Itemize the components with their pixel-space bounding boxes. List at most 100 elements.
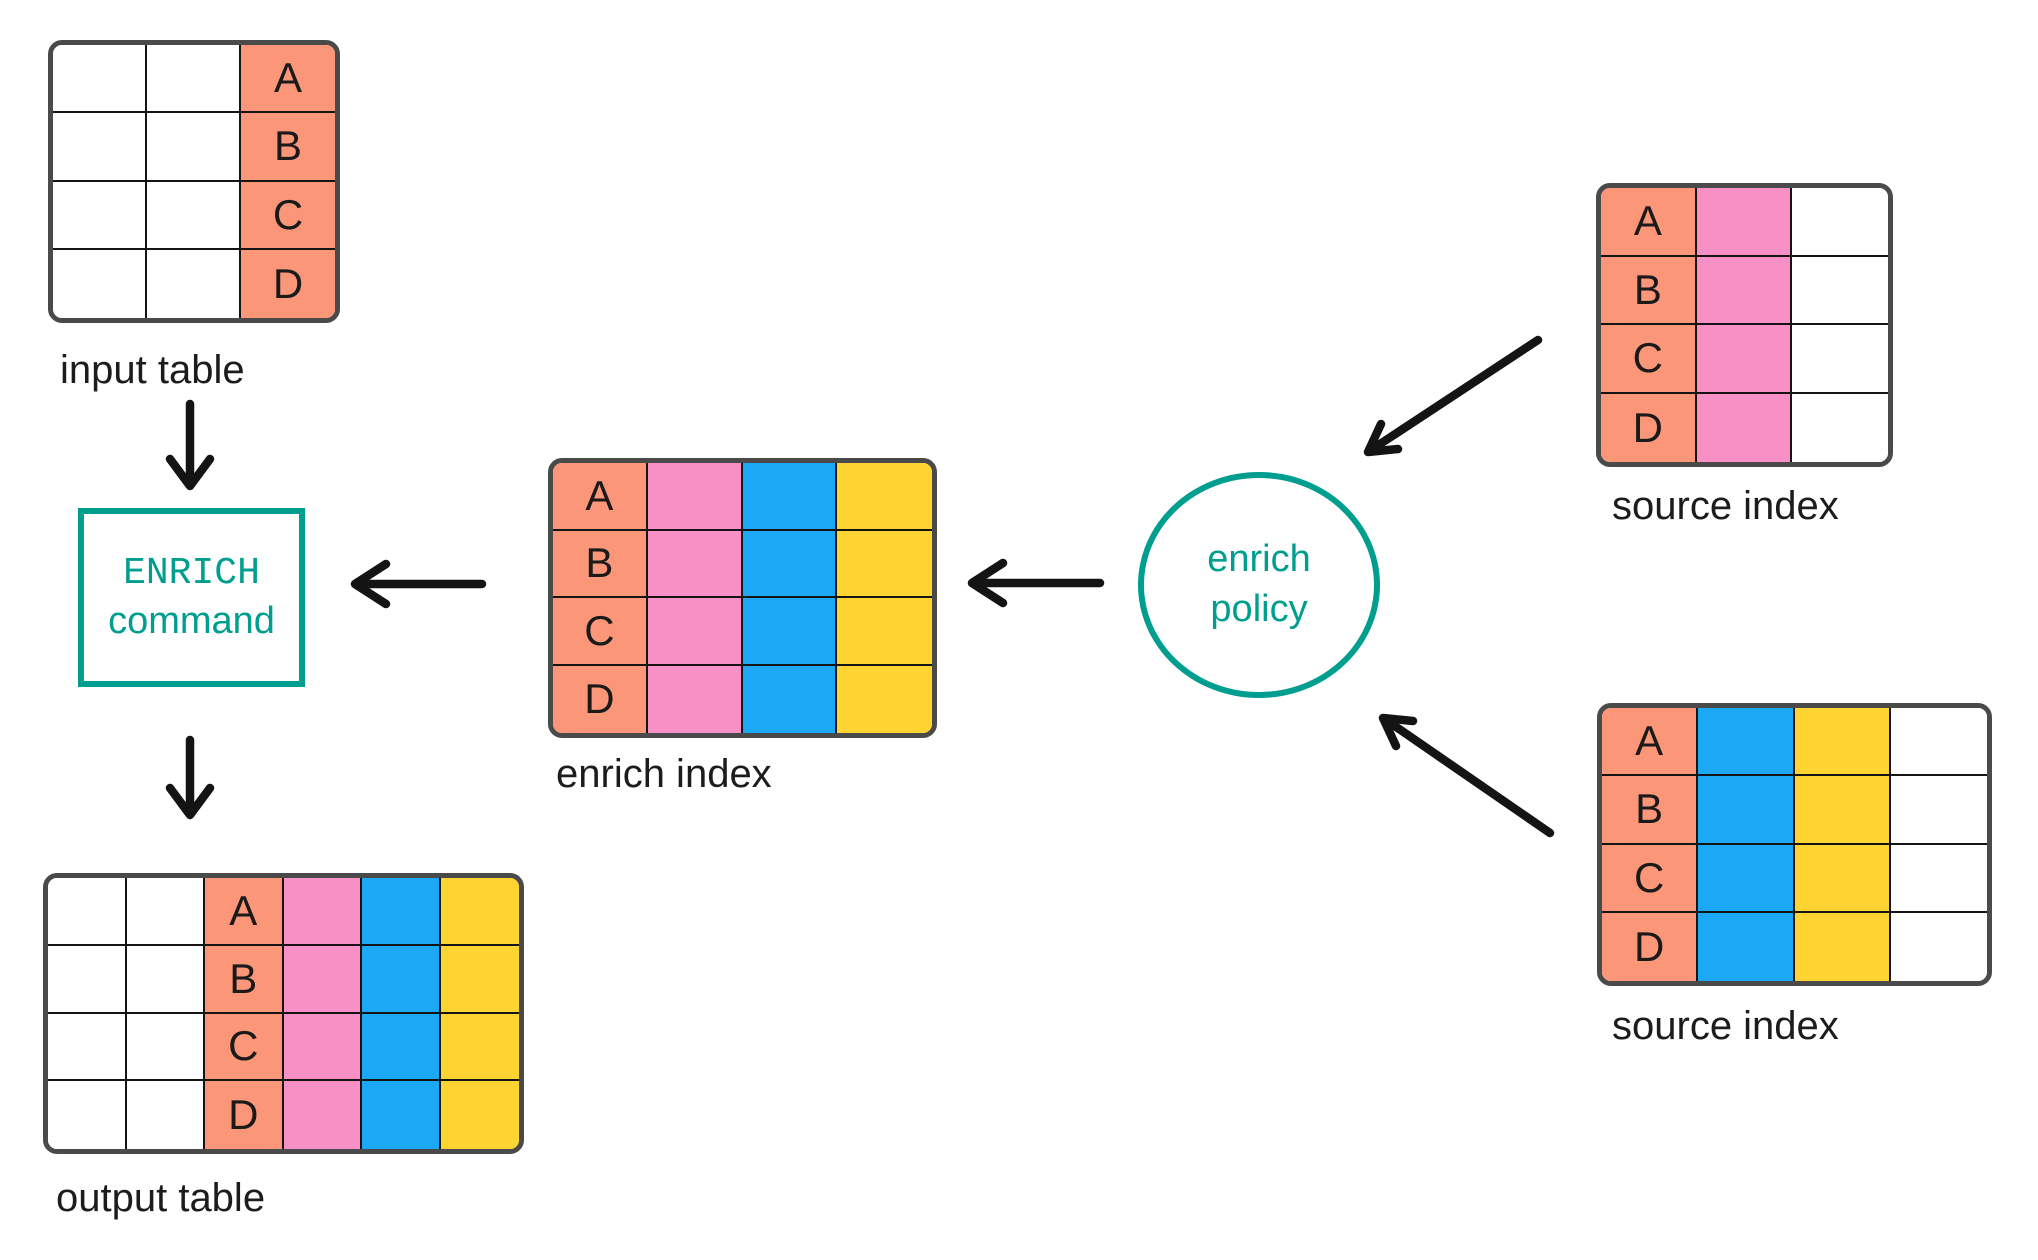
table-cell <box>53 181 147 250</box>
table-cell: B <box>1602 776 1699 845</box>
table-cell <box>742 530 838 598</box>
table-cell: D <box>241 249 335 318</box>
table-cell: B <box>241 113 335 182</box>
table-cell <box>440 1081 519 1149</box>
enrich-command-box: ENRICH command <box>78 508 305 687</box>
table-cell: C <box>1602 844 1699 913</box>
table-cell <box>837 665 932 733</box>
table-cell: D <box>1601 393 1697 462</box>
table-cell <box>1794 708 1891 777</box>
table-cell: A <box>1602 708 1699 777</box>
table-cell: B <box>205 945 284 1014</box>
table-cell <box>362 945 441 1014</box>
table-cell <box>1698 776 1795 845</box>
enrich-index-caption: enrich index <box>556 752 772 796</box>
table-cell: A <box>553 463 648 531</box>
table-cell <box>647 598 743 666</box>
table-cell <box>742 665 838 733</box>
table-cell <box>1794 912 1891 981</box>
table-cell <box>1696 393 1793 462</box>
table-cell <box>126 1013 205 1082</box>
table-cell <box>126 945 205 1014</box>
input-table-caption: input table <box>60 348 245 392</box>
enrich-command-keyword: ENRICH <box>123 551 260 595</box>
table-cell <box>1698 708 1795 777</box>
table-cell <box>1794 776 1891 845</box>
table-cell <box>1696 256 1793 325</box>
table-cell <box>1890 844 1987 913</box>
table-cell <box>837 463 932 531</box>
table-cell <box>1698 844 1795 913</box>
table-cell <box>742 598 838 666</box>
table-cell <box>147 113 241 182</box>
table-cell <box>1792 256 1888 325</box>
table-cell <box>1792 393 1888 462</box>
table-cell <box>647 530 743 598</box>
table-cell: D <box>553 665 648 733</box>
arrow-command-to-output <box>165 735 215 820</box>
table-cell <box>1890 912 1987 981</box>
table-cell <box>1794 844 1891 913</box>
table-cell <box>1792 188 1888 257</box>
table-cell <box>283 1013 362 1082</box>
table-cell <box>53 45 147 114</box>
table-cell <box>283 1081 362 1149</box>
table-cell: A <box>1601 188 1697 257</box>
table-cell <box>837 530 932 598</box>
table-cell <box>647 665 743 733</box>
table-cell <box>1890 776 1987 845</box>
table-cell: A <box>241 45 335 114</box>
table-cell <box>283 878 362 946</box>
table-cell <box>440 878 519 946</box>
table-cell <box>1696 325 1793 394</box>
table-cell <box>283 945 362 1014</box>
arrow-enrich-index-to-command <box>350 559 487 609</box>
table-cell: A <box>205 878 284 946</box>
table-cell <box>837 598 932 666</box>
enrich-policy-circle: enrich policy <box>1138 472 1380 698</box>
table-cell: B <box>1601 256 1697 325</box>
table-cell <box>147 249 241 318</box>
arrow-source-top-to-policy <box>1363 335 1543 457</box>
table-cell <box>48 878 127 946</box>
table-cell <box>440 945 519 1014</box>
table-cell <box>647 463 743 531</box>
source-index-top-caption: source index <box>1612 484 1839 528</box>
table-cell <box>147 181 241 250</box>
enrich-command-word: command <box>108 599 275 642</box>
table-cell <box>48 945 127 1014</box>
table-cell <box>53 113 147 182</box>
table-cell <box>126 878 205 946</box>
table-cell <box>742 463 838 531</box>
enrich-policy-line1: enrich <box>1207 538 1311 581</box>
source-index-bottom-caption: source index <box>1612 1004 1839 1048</box>
table-cell <box>1696 188 1793 257</box>
table-cell <box>362 1081 441 1149</box>
table-cell <box>147 45 241 114</box>
table-cell <box>440 1013 519 1082</box>
table-cell: C <box>205 1013 284 1082</box>
table-cell: C <box>1601 325 1697 394</box>
enrich-policy-line2: policy <box>1210 588 1308 630</box>
table-cell <box>53 249 147 318</box>
table-cell: B <box>553 530 648 598</box>
table-cell: D <box>205 1081 284 1149</box>
arrow-policy-to-enrich-index <box>967 558 1105 608</box>
table-cell <box>1890 708 1987 777</box>
table-cell <box>362 1013 441 1082</box>
output-table-caption: output table <box>56 1176 266 1220</box>
table-cell <box>362 878 441 946</box>
table-cell <box>1792 325 1888 394</box>
table-cell: C <box>553 598 648 666</box>
table-cell: C <box>241 181 335 250</box>
table-cell <box>126 1081 205 1149</box>
table-cell <box>48 1013 127 1082</box>
table-cell <box>48 1081 127 1149</box>
table-cell <box>1698 912 1795 981</box>
